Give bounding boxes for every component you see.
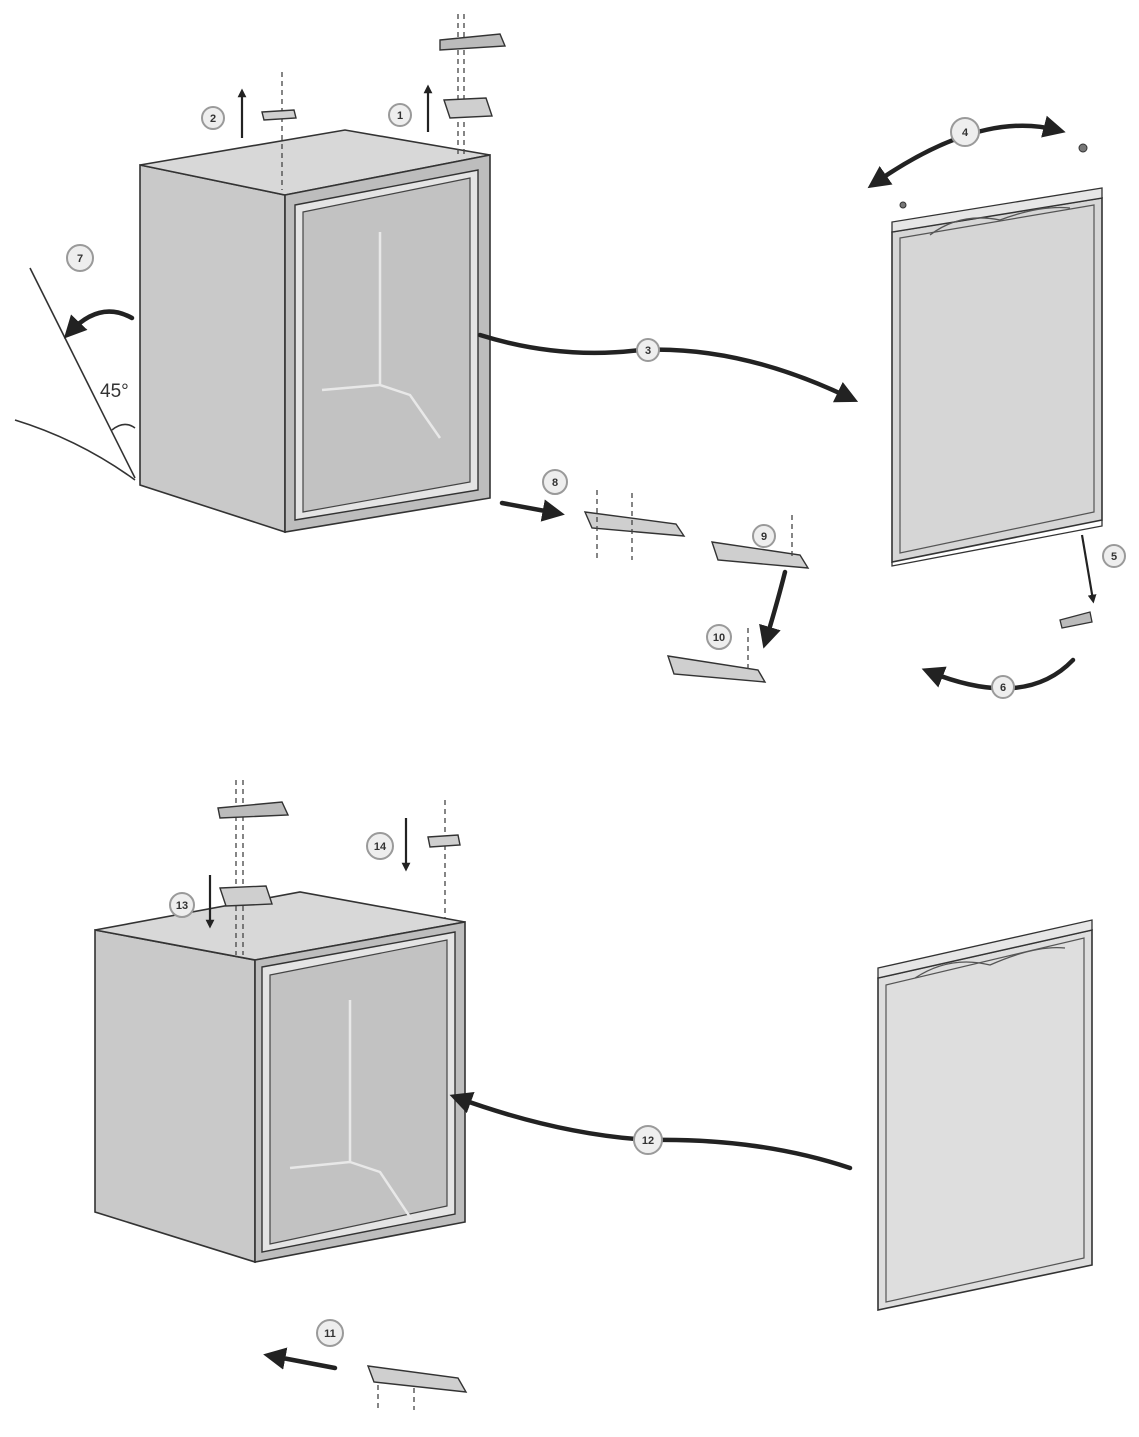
bottom-hinge-a [583,490,686,560]
step-badge-6: 6 [991,675,1015,699]
step-badge-2: 2 [201,106,225,130]
move-hinge-arrow [759,569,788,649]
cabinet-bottom-section [94,891,466,1264]
door-handle-b [877,919,1093,979]
door-pin-top-b [899,201,907,209]
top-hinge-assembly-b [205,780,461,955]
door-pin-top-a [1078,143,1088,153]
step-number: 11 [324,1328,336,1340]
step-badge-12: 12 [633,1125,663,1155]
step-number: 7 [77,253,83,265]
door-handle [891,187,1103,233]
door-bottom-section [877,919,1093,1311]
bottom-hinge-c [666,628,767,683]
step-badge-9: 9 [752,524,776,548]
cabinet-side-b [94,929,256,1264]
tilt-angle-label: 45° [100,381,129,402]
step-number: 9 [761,531,767,543]
top-hinge-bracket [443,97,493,119]
step-number: 4 [962,127,969,139]
cabinet-interior-lines-b [289,1000,414,1221]
step-number: 8 [552,477,558,489]
bottom-door-pin [1059,611,1093,629]
top-hinge-bracket-b [219,885,273,907]
remove-door-arrow [477,332,859,403]
cabinet-interior-lines [321,232,442,439]
tilt-arrow [63,309,135,339]
step-number: 2 [210,113,216,125]
refit-bottom-hinge-arrow [263,1347,338,1371]
top-hinge-assembly [237,14,507,190]
step-badge-1: 1 [388,103,412,127]
hinge-cover [439,33,507,51]
step-badge-14: 14 [366,832,394,860]
step-badge-10: 10 [706,624,732,650]
top-cap-piece-b [427,834,461,848]
tilt-floor-lines [14,267,136,481]
top-cap-piece [261,109,297,121]
bottom-pin-down-arrow [1080,534,1097,604]
step-badge-3: 3 [636,338,660,362]
step-badge-13: 13 [169,892,195,918]
step-badge-5: 5 [1102,544,1126,568]
cabinet-glass [302,177,471,513]
hinge-cover-b [217,801,290,819]
step-number: 12 [642,1135,654,1147]
remove-bottom-hinge-arrow [499,499,565,522]
step-number: 10 [713,632,725,644]
door-face [891,197,1103,563]
door-top-section [891,187,1103,567]
cabinet-side [139,164,286,534]
step-badge-4: 4 [950,117,980,147]
cabinet-glass-b [269,939,448,1245]
step-number: 13 [176,900,188,912]
door-face-b [877,929,1093,1311]
step-number: 3 [645,345,651,357]
step-badge-8: 8 [542,469,568,495]
step-badge-7: 7 [66,244,94,272]
bottom-hinge-b [710,515,810,569]
step-badge-11: 11 [316,1319,344,1347]
bottom-hinge-d [366,1365,468,1410]
step-number: 5 [1111,551,1117,563]
step-number: 14 [374,841,387,853]
cabinet-top-section [139,129,491,534]
step-number: 1 [397,110,403,122]
step-number: 6 [1000,682,1006,694]
